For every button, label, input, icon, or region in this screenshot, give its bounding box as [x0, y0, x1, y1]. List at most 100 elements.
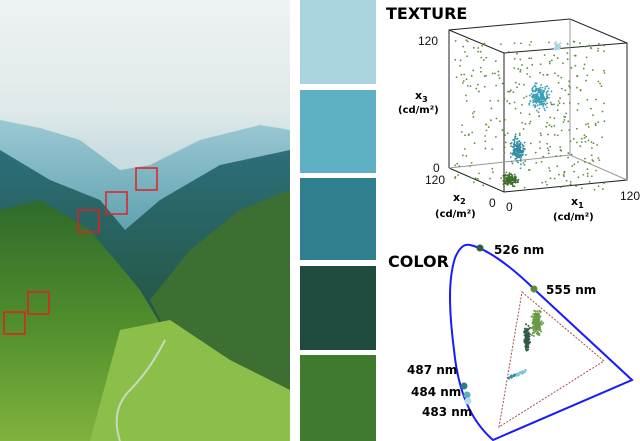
- texture-point: [579, 145, 582, 148]
- texture-point: [601, 136, 604, 139]
- texture-point: [593, 188, 596, 191]
- texture-point: [481, 44, 484, 47]
- color-point: [536, 321, 539, 324]
- texture-point: [577, 161, 579, 163]
- texture-point: [502, 174, 505, 177]
- texture-point: [457, 174, 460, 176]
- texture-point: [476, 83, 479, 86]
- color-point: [530, 334, 533, 337]
- texture-point: [466, 40, 469, 43]
- texture-point: [495, 117, 498, 120]
- texture-point: [482, 59, 485, 61]
- texture-point: [517, 178, 520, 181]
- texture-point: [497, 99, 500, 102]
- texture-point: [540, 160, 543, 163]
- texture-point: [505, 171, 508, 174]
- texture-point: [545, 91, 548, 94]
- texture-point: [548, 60, 551, 63]
- texture-point: [528, 44, 531, 46]
- texture-point: [559, 97, 561, 100]
- color-point: [530, 327, 533, 330]
- x1-axis-label: x1: [571, 195, 584, 210]
- texture-point: [603, 44, 606, 47]
- texture-point: [460, 131, 463, 133]
- color-point: [533, 325, 536, 328]
- texture-point: [585, 79, 587, 82]
- texture-point: [568, 102, 571, 104]
- texture-point: [466, 55, 468, 58]
- texture-point: [590, 154, 593, 157]
- texture-point: [502, 179, 505, 182]
- mountain-valley-photo: [0, 0, 290, 441]
- texture-point: [470, 161, 473, 164]
- texture-point: [590, 141, 593, 144]
- texture-point: [535, 97, 538, 100]
- texture-point: [508, 102, 511, 105]
- texture-point: [503, 185, 505, 188]
- color-point: [526, 346, 529, 349]
- texture-point: [588, 44, 590, 47]
- texture-point: [546, 147, 549, 150]
- texture-point: [518, 134, 521, 137]
- texture-point: [516, 52, 518, 55]
- texture-point: [524, 160, 527, 163]
- texture-point: [459, 65, 461, 67]
- texture-point: [503, 97, 506, 100]
- texture-point: [541, 97, 544, 100]
- texture-point: [538, 91, 540, 94]
- texture-point: [569, 86, 572, 89]
- texture-point: [489, 99, 492, 102]
- texture-point: [546, 102, 549, 105]
- x1-axis-unit: (cd/m²): [553, 212, 594, 223]
- texture-point: [465, 39, 468, 42]
- texture-point: [542, 104, 545, 106]
- texture-point: [532, 86, 534, 89]
- texture-point: [542, 89, 544, 92]
- texture-point: [517, 68, 520, 70]
- texture-point: [519, 58, 522, 61]
- texture-point: [537, 88, 540, 91]
- texture-point: [515, 176, 517, 179]
- texture-point: [521, 103, 523, 106]
- color-point: [510, 376, 513, 379]
- texture-point: [550, 125, 553, 128]
- color-point: [532, 312, 535, 315]
- wavelength-label-484: 484 nm: [411, 385, 461, 399]
- texture-point: [521, 64, 523, 66]
- texture-point: [539, 63, 542, 66]
- texture-point: [594, 122, 597, 125]
- color-point: [518, 371, 521, 374]
- texture-point: [465, 155, 468, 157]
- texture-point: [544, 180, 547, 183]
- texture-point: [510, 141, 513, 144]
- texture-point: [586, 98, 589, 101]
- texture-point: [542, 73, 545, 76]
- texture-point: [540, 134, 542, 137]
- color-point: [535, 323, 538, 326]
- texture-point: [507, 174, 509, 177]
- texture-point: [572, 138, 575, 140]
- texture-point: [507, 178, 510, 181]
- texture-point: [538, 97, 541, 99]
- texture-point: [531, 87, 534, 90]
- texture-point: [546, 73, 549, 76]
- texture-point: [529, 75, 531, 78]
- color-point: [526, 340, 529, 343]
- texture-point: [512, 177, 515, 180]
- x2-axis-label: x2: [453, 191, 466, 206]
- texture-point: [595, 98, 597, 101]
- color-point: [526, 344, 529, 347]
- wavelength-marker: [463, 391, 471, 399]
- texture-title: TEXTURE: [386, 4, 467, 23]
- texture-point: [514, 81, 517, 84]
- texture-point: [491, 167, 494, 170]
- texture-point: [544, 98, 547, 101]
- texture-point: [516, 160, 518, 163]
- texture-point: [556, 57, 559, 59]
- texture-point: [532, 90, 534, 92]
- texture-point: [597, 80, 600, 83]
- texture-point: [576, 86, 578, 89]
- texture-point: [586, 168, 589, 171]
- texture-point: [511, 181, 514, 184]
